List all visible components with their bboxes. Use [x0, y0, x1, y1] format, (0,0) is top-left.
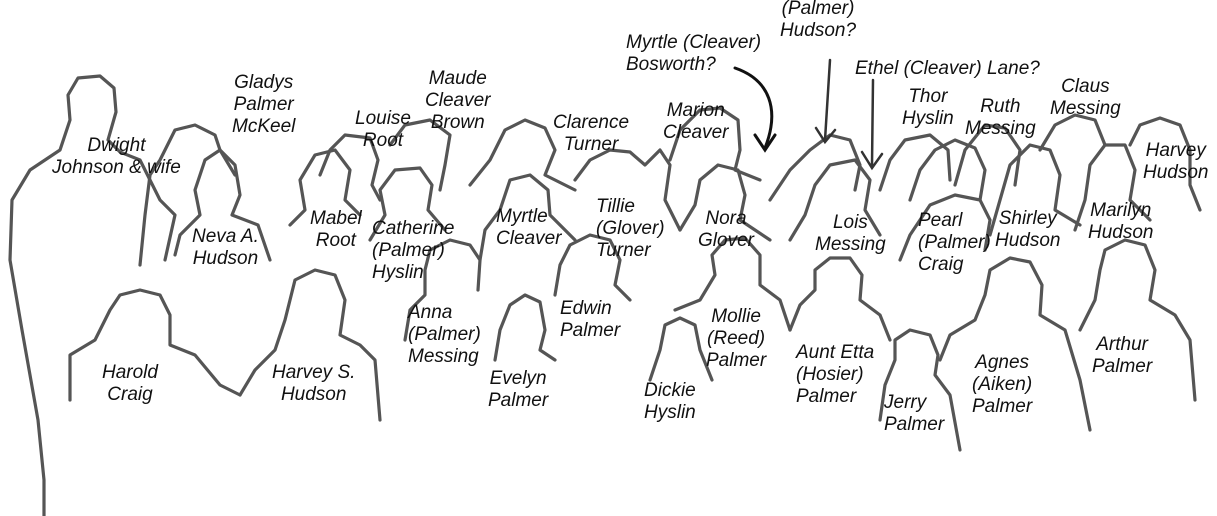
label-neva: Neva A. Hudson [192, 226, 259, 270]
label-claus: Claus Messing [1050, 76, 1121, 120]
label-edwin: Edwin Palmer [560, 298, 620, 342]
label-harvey-s: Harvey S. Hudson [272, 362, 355, 406]
label-arthur: Arthur Palmer [1092, 334, 1152, 378]
label-dwight: Dwight Johnson & wife [52, 135, 181, 179]
arrow-ethel [862, 80, 882, 168]
label-maude: Maude Cleaver Brown [425, 68, 490, 134]
label-louise: Louise Root [355, 108, 411, 152]
label-palmer-hudson: (Palmer) Hudson? [780, 0, 856, 42]
label-nora: Nora Glover [698, 208, 754, 252]
label-shirley: Shirley Hudson [995, 208, 1061, 252]
label-dickie: Dickie Hyslin [644, 380, 696, 424]
silhouette-evelyn [495, 295, 555, 360]
silhouette-claus [1040, 115, 1105, 150]
label-clarence: Clarence Turner [553, 112, 629, 156]
label-agnes: Agnes (Aiken) Palmer [972, 352, 1032, 418]
arrow-bosworth-head [755, 135, 775, 150]
label-lois: Lois Messing [815, 212, 886, 256]
label-harvey-hudson: Harvey Hudson [1143, 140, 1209, 184]
label-evelyn: Evelyn Palmer [488, 368, 548, 412]
silhouette-etta [790, 258, 890, 340]
label-etta: Aunt Etta (Hosier) Palmer [796, 342, 874, 408]
label-pearl: Pearl (Palmer) Craig [918, 210, 991, 276]
label-mabel: Mabel Root [310, 208, 362, 252]
label-harold: Harold Craig [102, 362, 158, 406]
label-catherine: Catherine (Palmer) Hyslin [372, 218, 454, 284]
label-marion: Marion Cleaver [663, 100, 728, 144]
label-thor: Thor Hyslin [902, 86, 954, 130]
label-anna: Anna (Palmer) Messing [408, 302, 481, 368]
silhouette-dickie [650, 318, 712, 380]
label-jerry: Jerry Palmer [884, 392, 944, 436]
arrow-hudson [816, 60, 835, 142]
label-myrtle-bosworth: Myrtle (Cleaver) Bosworth? [626, 32, 761, 76]
label-ruth: Ruth Messing [965, 96, 1036, 140]
label-marilyn: Marilyn Hudson [1088, 200, 1154, 244]
label-tillie: Tillie (Glover) Turner [596, 196, 665, 262]
label-gladys: Gladys Palmer McKeel [232, 72, 295, 138]
label-myrtle-cleaver: Myrtle Cleaver [496, 206, 561, 250]
silhouette-palmer-hudson [770, 135, 860, 200]
label-mollie: Mollie (Reed) Palmer [706, 306, 766, 372]
label-ethel: Ethel (Cleaver) Lane? [855, 58, 1040, 80]
